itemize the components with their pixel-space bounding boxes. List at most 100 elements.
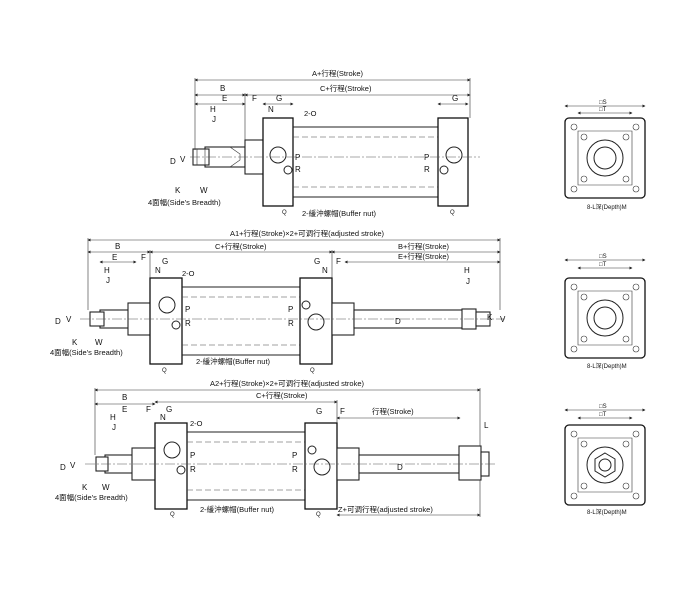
top-cylinder-view: A+行程(Stroke) C+行程(Stroke) B E F G G H J …	[148, 68, 480, 218]
bottom-C-label: C+行程(Stroke)	[256, 390, 308, 400]
end3-depth-label: 8-L深(Depth)M	[587, 508, 627, 516]
middle-front-cap	[149, 277, 183, 365]
middle-B-label: B	[115, 242, 120, 251]
bottom-W-label: W	[102, 483, 110, 492]
middle-N-label: N	[155, 266, 161, 275]
top-D-label: D	[170, 157, 176, 166]
middle-D2-label: D	[395, 317, 401, 326]
middle-H-label: H	[104, 266, 110, 275]
bottom-R2-label: R	[292, 465, 298, 474]
middle-J-label: J	[106, 276, 110, 285]
bottom-F-label: F	[146, 405, 151, 414]
bottom-D2-label: D	[397, 463, 403, 472]
middle-Q2-label: Q	[310, 368, 315, 374]
middle-F-label: F	[141, 253, 146, 262]
middle-Q-label: Q	[162, 368, 167, 374]
bottom-side-breadth: 4面幅(Side's Breadth)	[55, 492, 128, 502]
middle-N2-label: N	[322, 266, 328, 275]
middle-F2-label: F	[336, 257, 341, 266]
bottom-E-label: E	[122, 405, 127, 414]
top-R2-label: R	[424, 165, 430, 174]
top-side-breadth: 4面幅(Side's Breadth)	[148, 197, 221, 207]
top-K-label: K	[175, 186, 181, 195]
bottom-K-label: K	[82, 483, 88, 492]
bottom-F2-label: F	[340, 407, 345, 416]
middle-cylinder-view: A1+行程(Stroke)×2+可调行程(adjusted stroke) B …	[50, 228, 506, 374]
top-G2-label: G	[452, 94, 458, 103]
top-dim-body: C+行程(Stroke)	[320, 83, 372, 93]
middle-R2-label: R	[288, 319, 294, 328]
top-N-label: N	[268, 105, 274, 114]
end3-S-label: □S	[599, 404, 607, 410]
top-R-label: R	[295, 165, 301, 174]
top-Q-label: Q	[282, 210, 287, 216]
middle-R-label: R	[185, 319, 191, 328]
top-buffer-circle	[283, 165, 293, 175]
end2-T-label: □T	[599, 262, 607, 268]
top-buffer-nut: 2-緩沖螺帽(Buffer nut)	[302, 208, 377, 218]
middle-P-label: P	[185, 305, 190, 314]
bottom-D-label: D	[60, 463, 66, 472]
end-view-1: □S □T 8-L深(Depth)M	[564, 100, 646, 211]
bottom-stroke-label: 行程(Stroke)	[372, 406, 414, 416]
bottom-dim-overall: A2+行程(Stroke)×2+可调行程(adjusted stroke)	[210, 378, 365, 388]
top-B-label: B	[220, 84, 225, 93]
middle-G-label: G	[162, 257, 168, 266]
bottom-adjust-nut	[458, 445, 482, 481]
end2-S-label: □S	[599, 254, 607, 260]
top-E-label: E	[222, 94, 227, 103]
middle-K-label: K	[72, 338, 78, 347]
bottom-G2-label: G	[316, 407, 322, 416]
middle-G2-label: G	[314, 257, 320, 266]
bottom-rear-cap	[304, 422, 338, 510]
middle-K2-label: K	[487, 313, 493, 322]
middle-V2-label: V	[500, 315, 506, 324]
top-P2-label: P	[424, 153, 429, 162]
middle-W-label: W	[95, 338, 103, 347]
top-G-label: G	[276, 94, 282, 103]
bottom-B-label: B	[122, 393, 127, 402]
top-port-circle	[269, 146, 287, 164]
end-view-3: □S □T 8-L深(Depth)M	[564, 404, 646, 516]
top-front-cap	[262, 117, 294, 207]
top-V-label: V	[180, 155, 186, 164]
top-rear-cap	[437, 117, 469, 207]
bottom-P2-label: P	[292, 451, 297, 460]
top-H-label: H	[210, 105, 216, 114]
top-Q2-label: Q	[450, 210, 455, 216]
middle-B2-label: B+行程(Stroke)	[398, 241, 450, 251]
bottom-O-label: 2-O	[190, 419, 203, 428]
middle-side-breadth: 4面幅(Side's Breadth)	[50, 347, 123, 357]
bottom-adjusted-label: Z+可调行程(adjusted stroke)	[338, 504, 433, 514]
middle-D-label: D	[55, 317, 61, 326]
top-O-label: 2-O	[304, 109, 317, 118]
bottom-cylinder-view: A2+行程(Stroke)×2+可调行程(adjusted stroke) C+…	[55, 378, 495, 518]
middle-H2-label: H	[464, 266, 470, 275]
end1-depth-label: 8-L深(Depth)M	[587, 203, 627, 211]
middle-P2-label: P	[288, 305, 293, 314]
end1-S-label: □S	[599, 100, 607, 106]
end1-T-label: □T	[599, 107, 607, 113]
end-view-2: □S □T 8-L深(Depth)M	[564, 254, 646, 370]
middle-V-label: V	[66, 315, 72, 324]
bottom-P-label: P	[190, 451, 195, 460]
middle-J2-label: J	[466, 277, 470, 286]
bottom-J-label: J	[112, 423, 116, 432]
top-W-label: W	[200, 186, 208, 195]
top-F-label: F	[252, 94, 257, 103]
middle-E2-label: E+行程(Stroke)	[398, 251, 450, 261]
end3-T-label: □T	[599, 412, 607, 418]
bottom-H-label: H	[110, 413, 116, 422]
middle-buffer-nut: 2-緩沖螺帽(Buffer nut)	[196, 356, 271, 366]
bottom-G-label: G	[166, 405, 172, 414]
bottom-V-label: V	[70, 461, 76, 470]
top-dim-overall: A+行程(Stroke)	[312, 68, 364, 78]
top-J-label: J	[212, 115, 216, 124]
bottom-R-label: R	[190, 465, 196, 474]
bottom-Q-label: Q	[170, 512, 175, 518]
middle-O-label: 2-O	[182, 269, 195, 278]
bottom-N-label: N	[160, 413, 166, 422]
middle-dim-overall: A1+行程(Stroke)×2+可调行程(adjusted stroke)	[230, 228, 385, 238]
